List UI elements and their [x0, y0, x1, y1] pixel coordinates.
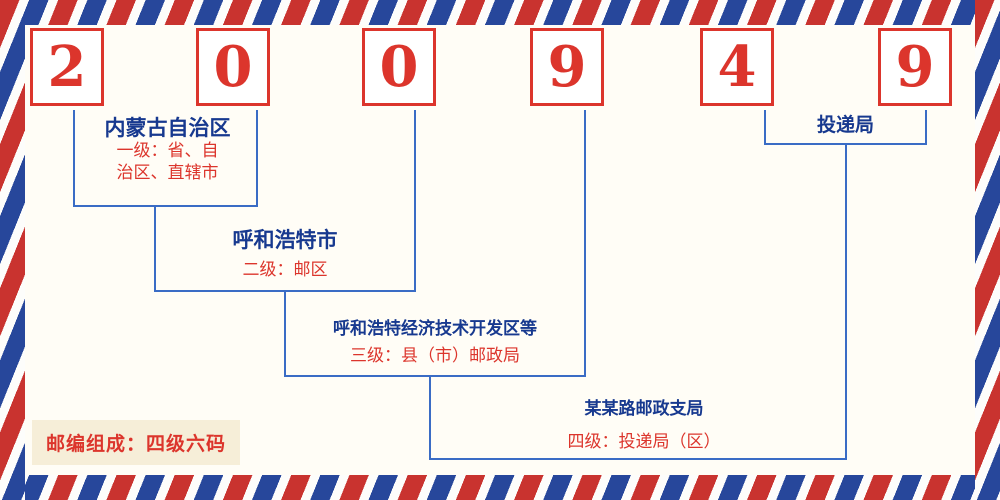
digit-box-2: 0	[196, 28, 270, 106]
digit-box-3: 0	[362, 28, 436, 106]
airmail-border-bottom	[0, 475, 1000, 500]
connector-level3-bottom	[284, 375, 586, 377]
level4-description: 四级：投递局（区）	[567, 432, 721, 452]
connector-level3-right	[584, 110, 586, 377]
airmail-border-left	[0, 0, 25, 500]
connector-level4-right	[845, 145, 847, 460]
connector-level1-right	[256, 110, 258, 207]
level1-description-line2: 治区、直辖市	[116, 163, 219, 183]
connector-level4-left	[429, 376, 431, 460]
level3-title: 呼和浩特经济技术开发区等	[333, 319, 537, 339]
digit-1: 2	[47, 34, 87, 100]
connector-level4-bottom	[429, 458, 847, 460]
airmail-border-top	[0, 0, 1000, 25]
digit-box-6: 9	[878, 28, 952, 106]
digit-box-1: 2	[30, 28, 104, 106]
level1-description: 一级：省、自 治区、直辖市	[75, 140, 260, 184]
digit-box-5: 4	[700, 28, 774, 106]
connector-delivery-bottom	[764, 143, 927, 145]
connector-delivery-left	[764, 110, 766, 145]
digit-box-4: 9	[530, 28, 604, 106]
level4-title: 某某路邮政支局	[584, 399, 704, 419]
level3-description: 三级：县（市）邮政局	[350, 346, 520, 366]
connector-level2-right	[414, 110, 416, 292]
level2-title: 呼和浩特市	[232, 228, 338, 252]
digit-6: 9	[895, 34, 935, 100]
level1-title: 内蒙古自治区	[104, 116, 231, 140]
level2-description: 二级：邮区	[242, 260, 328, 280]
connector-level2-left	[154, 206, 156, 292]
airmail-border-right	[975, 0, 1000, 500]
connector-level1-bottom	[73, 205, 258, 207]
connector-level3-left	[284, 291, 286, 377]
delivery-office-title: 投递局	[816, 114, 874, 136]
digit-5: 4	[717, 34, 757, 100]
digit-4: 9	[547, 34, 587, 100]
connector-level1-left	[73, 110, 75, 207]
composition-note-badge: 邮编组成：四级六码	[32, 420, 241, 465]
connector-delivery-right	[925, 110, 927, 145]
digit-3: 0	[379, 34, 419, 100]
digit-2: 0	[213, 34, 253, 100]
level1-description-line1: 一级：省、自	[116, 141, 219, 161]
